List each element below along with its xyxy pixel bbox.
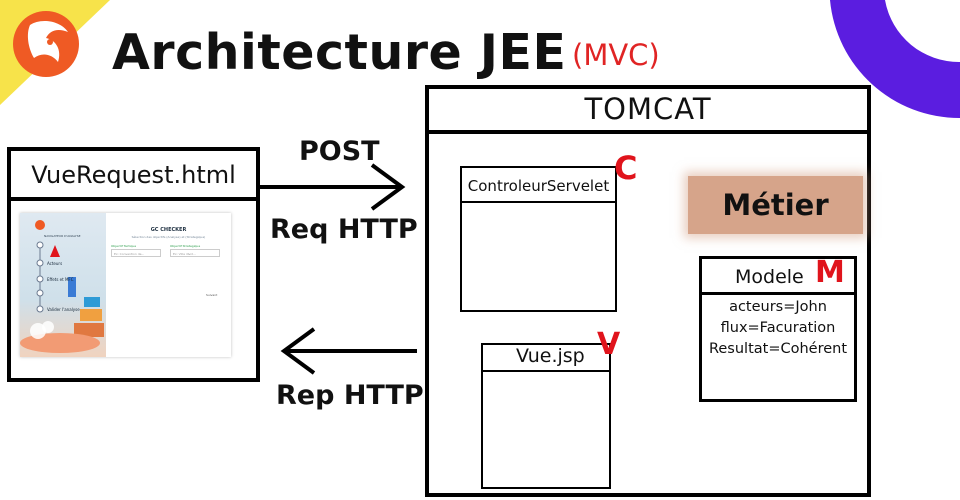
response-arrow bbox=[280, 327, 417, 375]
req-http-label: Req HTTP bbox=[270, 214, 418, 245]
corner-arc-decoration bbox=[830, 0, 960, 120]
screenshot-field1-input: Ex: Convention de... bbox=[111, 249, 161, 257]
screenshot-main-panel: GC CHECKER Sélection des objectifs (Anal… bbox=[106, 213, 231, 357]
model-line-3: Resultat=Cohérent bbox=[708, 341, 848, 357]
screenshot-app-title: GC CHECKER bbox=[150, 227, 187, 233]
metier-title: Métier bbox=[722, 188, 829, 222]
screenshot-app-subtitle: Sélection des objectifs (Analyse) et (St… bbox=[131, 235, 206, 239]
model-title: Modele bbox=[702, 259, 854, 295]
controller-letter: C bbox=[614, 149, 638, 187]
screenshot-step-1: Acteurs bbox=[47, 261, 63, 266]
model-line-2: flux=Facuration bbox=[720, 320, 836, 336]
metier-box: Métier bbox=[688, 176, 863, 234]
view-box: Vue.jsp bbox=[481, 343, 611, 489]
view-letter: V bbox=[597, 327, 621, 362]
logo-corner bbox=[0, 0, 110, 110]
model-letter: M bbox=[815, 255, 845, 290]
client-html-title: VueRequest.html bbox=[11, 151, 256, 201]
client-app-screenshot: NAVIGATEUR D'ANALYSE Acteurs Effets et M… bbox=[20, 213, 231, 357]
view-title: Vue.jsp bbox=[483, 345, 609, 372]
request-arrow bbox=[260, 163, 406, 211]
screenshot-field2-label: Objectif Strategique bbox=[170, 244, 201, 248]
page-subtitle: (MVC) bbox=[572, 38, 660, 72]
screenshot-submit: Suivant bbox=[206, 293, 218, 297]
page-title: Architecture JEE bbox=[112, 24, 567, 81]
screenshot-step-3: Valider l'analyse bbox=[47, 307, 80, 312]
screenshot-sidebar-title: NAVIGATEUR D'ANALYSE bbox=[44, 234, 81, 238]
screenshot-step-2: Effets et MFC bbox=[47, 277, 74, 282]
rep-http-label: Rep HTTP bbox=[276, 380, 424, 411]
screenshot-field2-input: Ex: Villa d&id... bbox=[170, 249, 220, 257]
controller-title: ControleurServelet bbox=[462, 168, 615, 203]
screenshot-sidebar: NAVIGATEUR D'ANALYSE Acteurs Effets et M… bbox=[20, 213, 106, 357]
fox-logo-icon bbox=[0, 0, 110, 105]
controller-box: ControleurServelet bbox=[460, 166, 617, 312]
screenshot-field1-label: Objectif Tactique bbox=[111, 244, 137, 248]
model-line-1: acteurs=John bbox=[729, 299, 827, 315]
post-label: POST bbox=[299, 136, 380, 167]
client-html-box: VueRequest.html NAVIGATEUR D'ANALY bbox=[7, 147, 260, 382]
model-box: Modele acteurs=John flux=Facuration Resu… bbox=[699, 256, 857, 402]
tomcat-title: TOMCAT bbox=[429, 89, 867, 134]
